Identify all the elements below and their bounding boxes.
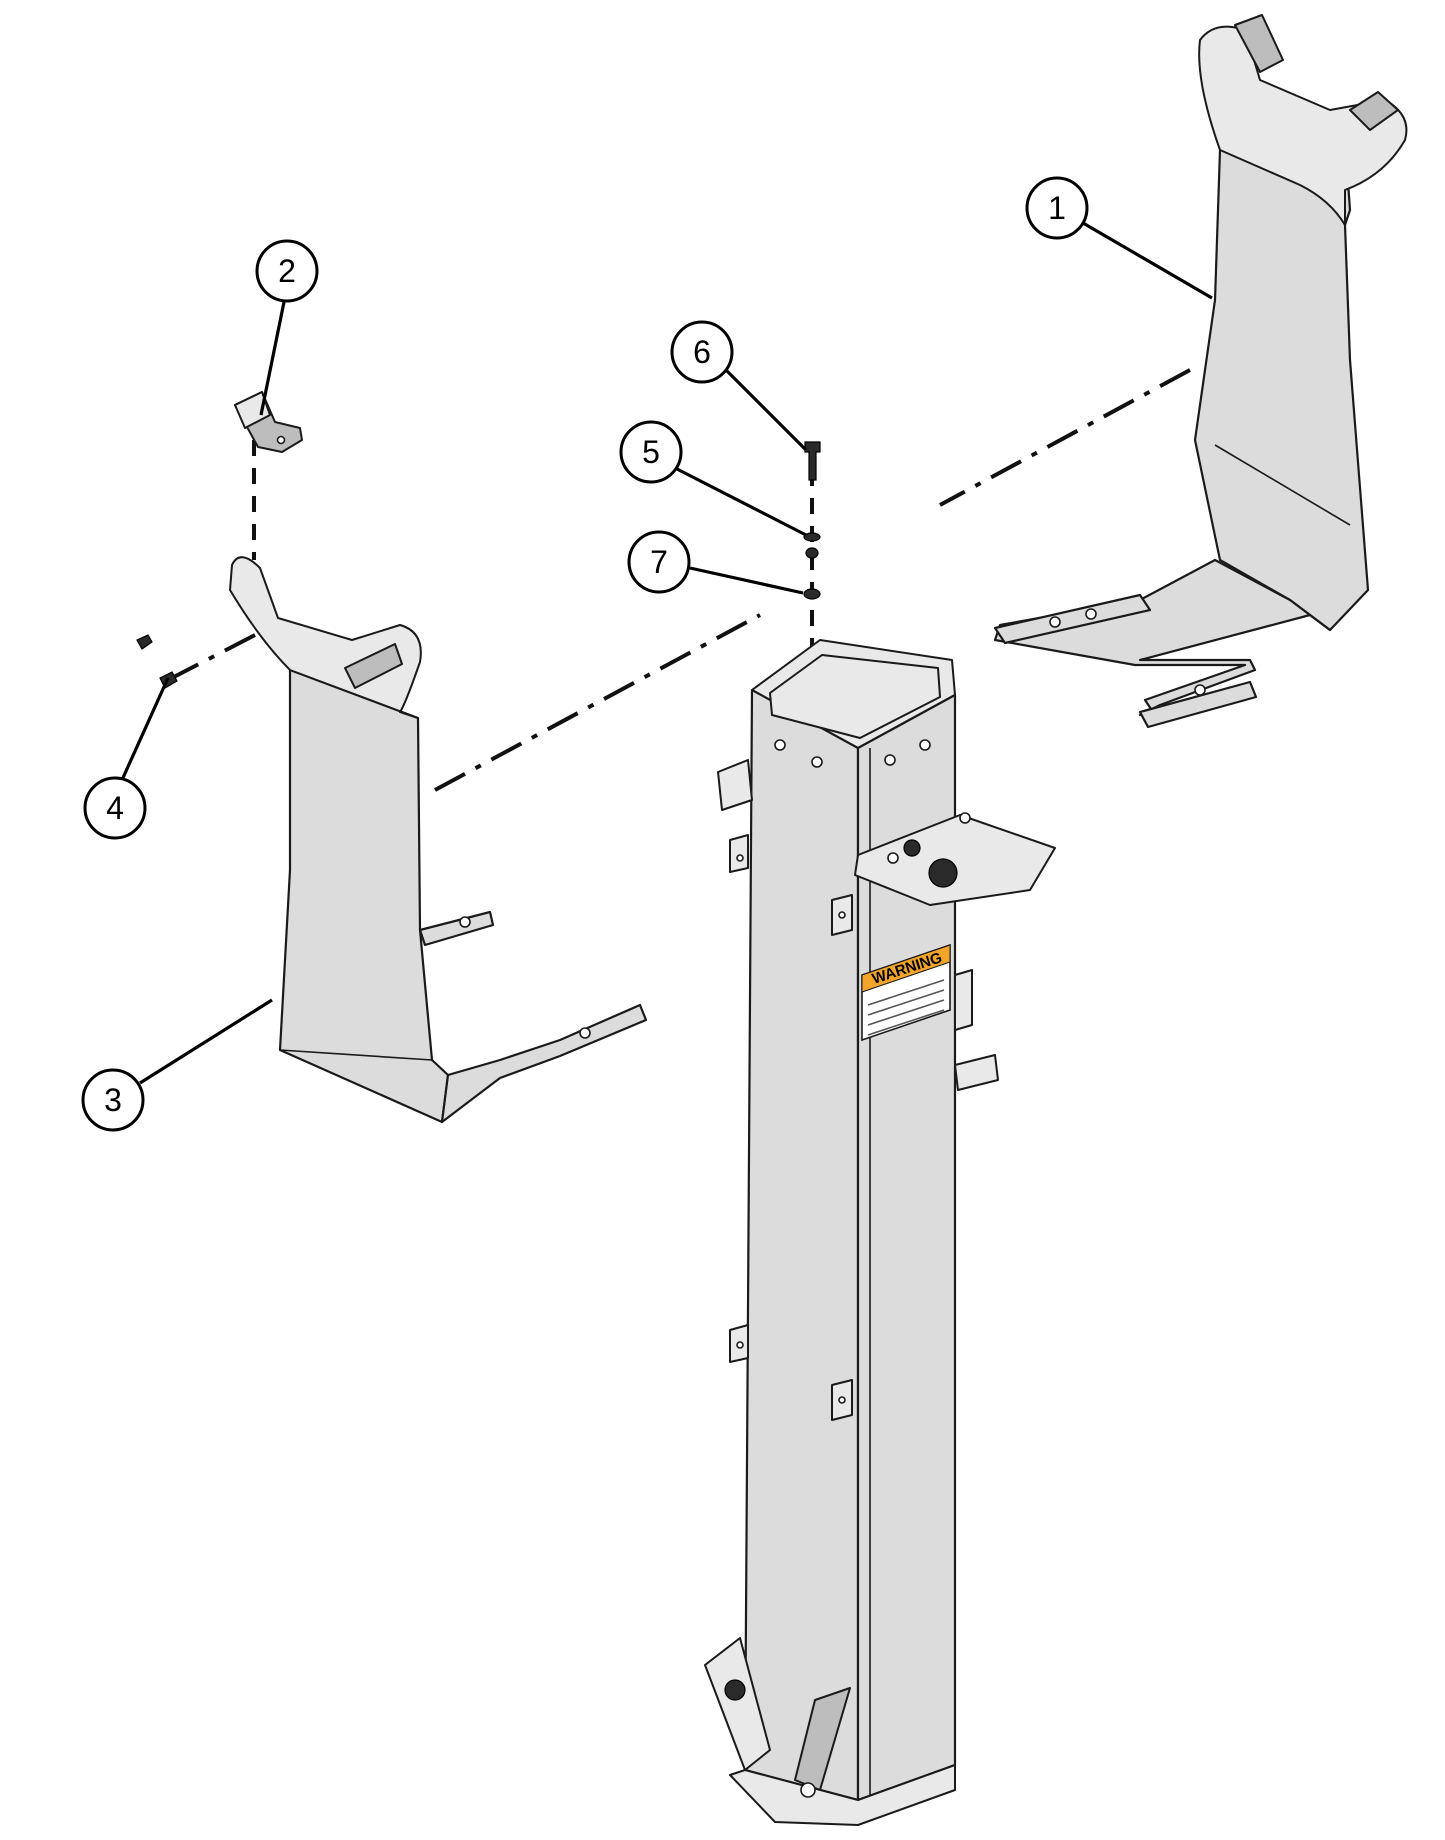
warning-label-text-line-1	[867, 979, 945, 1006]
clip-2-face	[234, 391, 271, 429]
bolt-6	[804, 441, 821, 481]
post-hole-4	[919, 739, 931, 751]
balloon-1: 1	[1025, 176, 1089, 240]
screw-4a	[136, 634, 153, 650]
balloon-2: 2	[255, 239, 319, 303]
bracket-part-3	[229, 556, 648, 1124]
mounting-plate	[854, 814, 1056, 906]
bracket-3-fold-line	[279, 1049, 433, 1061]
fastener-stack	[803, 441, 821, 600]
tab-hole-1	[736, 854, 744, 862]
plate-hole-1	[887, 852, 899, 864]
bracket-1-clip-left	[1234, 14, 1284, 73]
warning-label: WARNING	[861, 943, 951, 1042]
balloon-7-circle	[627, 530, 691, 594]
post-opening	[769, 654, 941, 739]
leader-lines	[120, 221, 1213, 1085]
balloon-1-circle	[1025, 176, 1089, 240]
screws-part-4	[136, 634, 178, 689]
balloon-1-label: 1	[1048, 190, 1066, 226]
tab-hole-2	[838, 911, 846, 919]
tab-right-1	[954, 969, 973, 1031]
leader-5	[676, 467, 807, 537]
plate-hole-2	[959, 812, 971, 824]
bracket-1-foot-arm-lower	[1138, 680, 1258, 729]
warning-label-text-line-3	[867, 999, 945, 1026]
post-hole-2	[811, 756, 823, 768]
balloon-3-circle	[81, 1068, 145, 1132]
balloon-2-circle	[255, 239, 319, 303]
balloon-3: 3	[81, 1068, 145, 1132]
leader-7	[689, 566, 804, 595]
nut-5b	[805, 547, 819, 559]
bracket-part-1	[993, 14, 1408, 729]
warning-label-header	[861, 944, 951, 993]
leader-4	[120, 677, 170, 781]
bracket-3-foot-arm-upper	[418, 910, 495, 947]
bracket-1-foot-arm-upper	[993, 593, 1152, 645]
bracket-3-hole-1	[459, 916, 471, 928]
bracket-1-foot	[993, 558, 1332, 717]
main-post: WARNING	[704, 639, 1056, 1826]
post-left-face	[743, 688, 860, 1802]
balloon-6-label: 6	[693, 334, 711, 370]
leader-3	[139, 998, 273, 1085]
bracket-3-upright	[278, 668, 450, 1124]
cable-gland-1	[928, 858, 958, 888]
bracket-3-foot-arm-lower	[440, 1003, 648, 1124]
balloon-7: 7	[627, 530, 691, 594]
base-nut	[724, 1679, 746, 1701]
base-plate	[729, 1764, 956, 1826]
balloon-4-label: 4	[106, 790, 124, 826]
balloon-7-label: 7	[650, 544, 668, 580]
bracket-1-hole-2	[1085, 608, 1097, 620]
bracket-1-clip-right	[1349, 91, 1399, 131]
bracket-1-fold-line	[1214, 444, 1351, 526]
balloon-2-label: 2	[278, 253, 296, 289]
tab-right-2	[954, 1054, 999, 1091]
centerline-part1-to-post	[939, 368, 1191, 507]
leader-1	[1082, 221, 1213, 300]
bracket-1-hole-3	[1194, 684, 1206, 696]
base-flange-left	[704, 1637, 771, 1771]
warning-label-text-line-2	[867, 989, 945, 1016]
leader-2	[259, 301, 286, 416]
centerline-part4	[167, 633, 256, 682]
bracket-3-hole-2	[579, 1027, 591, 1039]
balloon-5-label: 5	[642, 434, 660, 470]
tab-hole-3	[736, 1341, 744, 1349]
bracket-1-hole-1	[1049, 616, 1061, 628]
leader-6	[722, 366, 808, 452]
tab-hole-4	[838, 1396, 846, 1404]
balloon-5: 5	[619, 420, 683, 484]
washer-5	[803, 532, 821, 542]
balloon-6: 6	[670, 320, 734, 384]
post-hole-1	[774, 739, 786, 751]
bracket-3-clip	[344, 643, 403, 689]
warning-label-text-line-4	[867, 1009, 945, 1036]
cable-gland-2	[903, 839, 921, 857]
balloon-6-circle	[670, 320, 734, 384]
balloon-4: 4	[83, 776, 147, 840]
balloon-5-circle	[619, 420, 683, 484]
balloon-3-label: 3	[104, 1082, 122, 1118]
centerline-part3-to-post	[434, 613, 761, 792]
balloon-4-circle	[83, 776, 147, 840]
nut-7	[803, 588, 821, 600]
tab-left-2	[729, 834, 749, 873]
post-hole-3	[884, 754, 896, 766]
base-hole	[800, 1782, 816, 1798]
clip-2-hole	[276, 435, 286, 445]
tab-left-1	[717, 759, 753, 811]
bracket-1-upright	[1193, 138, 1370, 632]
clip-part-2	[234, 391, 303, 453]
